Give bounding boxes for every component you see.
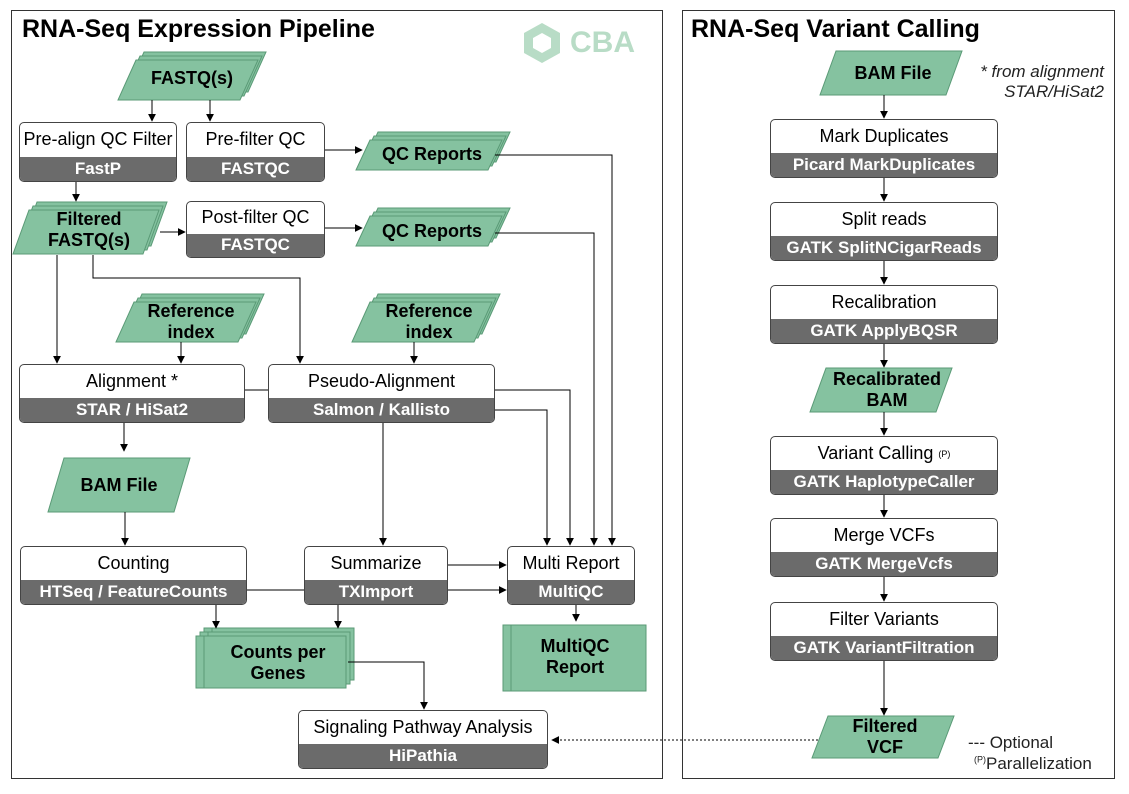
filter-variants-tool: GATK VariantFiltration [771, 636, 997, 660]
filter-variants-process: Filter Variants GATK VariantFiltration [770, 602, 998, 661]
counting-label: Counting [97, 553, 170, 574]
signaling-process: Signaling Pathway Analysis HiPathia [298, 710, 548, 769]
summarize-process: Summarize TXImport [304, 546, 448, 605]
right-bam-file-shape [819, 50, 963, 96]
variant-calling-tool: GATK HaplotypeCaller [771, 470, 997, 494]
qc1-to-multireport [495, 154, 616, 546]
variant-calling-panel [682, 10, 1115, 779]
pseudo-to-multireport-1 [495, 389, 574, 546]
signaling-label: Signaling Pathway Analysis [313, 717, 533, 738]
prefilter-qc-tool: FASTQC [187, 156, 324, 181]
ref-index-2-shape [351, 293, 501, 343]
split-reads-tool: GATK SplitNCigarReads [771, 236, 997, 260]
postfilter-qc-tool: FASTQC [187, 233, 324, 257]
bam-file-shape [47, 457, 191, 513]
postfilter-qc-process: Post-filter QC FASTQC [186, 201, 325, 258]
cba-logo: CBA [520, 20, 635, 66]
alignment-note: * from alignment STAR/HiSat2 [980, 62, 1104, 102]
mark-duplicates-label: Mark Duplicates [819, 126, 949, 147]
mark-duplicates-tool: Picard MarkDuplicates [771, 153, 997, 177]
variant-calling-title: RNA-Seq Variant Calling [691, 15, 980, 43]
ref-index-1-shape [115, 293, 265, 343]
merge-vcfs-tool: GATK MergeVcfs [771, 552, 997, 576]
legend: --- Optional (P)Parallelization [968, 732, 1092, 775]
hexagon-icon [524, 23, 560, 63]
prealign-qc-tool: FastP [20, 156, 176, 181]
alignment-label: Alignment * [85, 371, 179, 392]
qc2-to-multireport [495, 232, 598, 546]
parallel-superscript: (P) [938, 448, 951, 459]
variant-calling-process: Variant Calling (P) GATK HaplotypeCaller [770, 436, 998, 495]
prealign-qc-process: Pre-align QC Filter FastP [19, 122, 177, 182]
prefilter-qc-label: Pre-filter QC [205, 129, 306, 150]
counts-per-genes-shape [195, 627, 355, 689]
qc-reports-1-shape [355, 131, 511, 171]
legend-parallel-text: Parallelization [986, 754, 1092, 774]
variant-calling-label-row: Variant Calling (P) [771, 437, 997, 470]
recalibration-tool: GATK ApplyBQSR [771, 319, 997, 343]
filtered-fastq-shape [12, 201, 168, 255]
merge-vcfs-label: Merge VCFs [833, 525, 935, 546]
legend-parallel-row: (P)Parallelization [968, 753, 1092, 774]
expression-pipeline-title: RNA-Seq Expression Pipeline [22, 15, 375, 43]
pseudo-alignment-label: Pseudo-Alignment [307, 371, 456, 392]
recalibration-process: Recalibration GATK ApplyBQSR [770, 285, 998, 344]
variant-calling-label: Variant Calling [817, 443, 934, 464]
prefilter-qc-process: Pre-filter QC FASTQC [186, 122, 325, 182]
pseudo-to-multireport-2 [495, 409, 551, 546]
legend-optional: --- Optional [968, 733, 1054, 752]
multi-report-tool: MultiQC [508, 580, 634, 604]
counting-tool: HTSeq / FeatureCounts [21, 580, 246, 604]
pseudo-alignment-tool: Salmon / Kallisto [269, 398, 494, 422]
alignment-process: Alignment * STAR / HiSat2 [19, 364, 245, 423]
qc-reports-2-shape [355, 207, 511, 247]
fastq-shape [117, 51, 267, 101]
counts-to-signaling [348, 661, 428, 710]
multi-report-label: Multi Report [522, 553, 620, 574]
filtered-to-pseudo [92, 255, 304, 364]
legend-parallel-mark: (P) [974, 754, 986, 765]
alignment-tool: STAR / HiSat2 [20, 398, 244, 422]
prealign-qc-label: Pre-align QC Filter [23, 129, 173, 150]
merge-vcfs-process: Merge VCFs GATK MergeVcfs [770, 518, 998, 577]
filtered-vcf-shape [811, 715, 955, 759]
multiqc-report-shape [502, 624, 647, 692]
recalibrated-bam-shape [809, 367, 953, 413]
split-reads-label: Split reads [841, 209, 927, 230]
recalibration-label: Recalibration [831, 292, 937, 313]
signaling-tool: HiPathia [299, 744, 547, 768]
summarize-tool: TXImport [305, 580, 447, 604]
logo-text: CBA [570, 26, 635, 59]
pseudo-alignment-process: Pseudo-Alignment Salmon / Kallisto [268, 364, 495, 423]
postfilter-qc-label: Post-filter QC [201, 207, 310, 228]
counting-process: Counting HTSeq / FeatureCounts [20, 546, 247, 605]
multi-report-process: Multi Report MultiQC [507, 546, 635, 605]
summarize-label: Summarize [330, 553, 422, 574]
mark-duplicates-process: Mark Duplicates Picard MarkDuplicates [770, 119, 998, 178]
expression-pipeline-panel [11, 10, 663, 779]
filter-variants-label: Filter Variants [829, 609, 939, 630]
split-reads-process: Split reads GATK SplitNCigarReads [770, 202, 998, 261]
